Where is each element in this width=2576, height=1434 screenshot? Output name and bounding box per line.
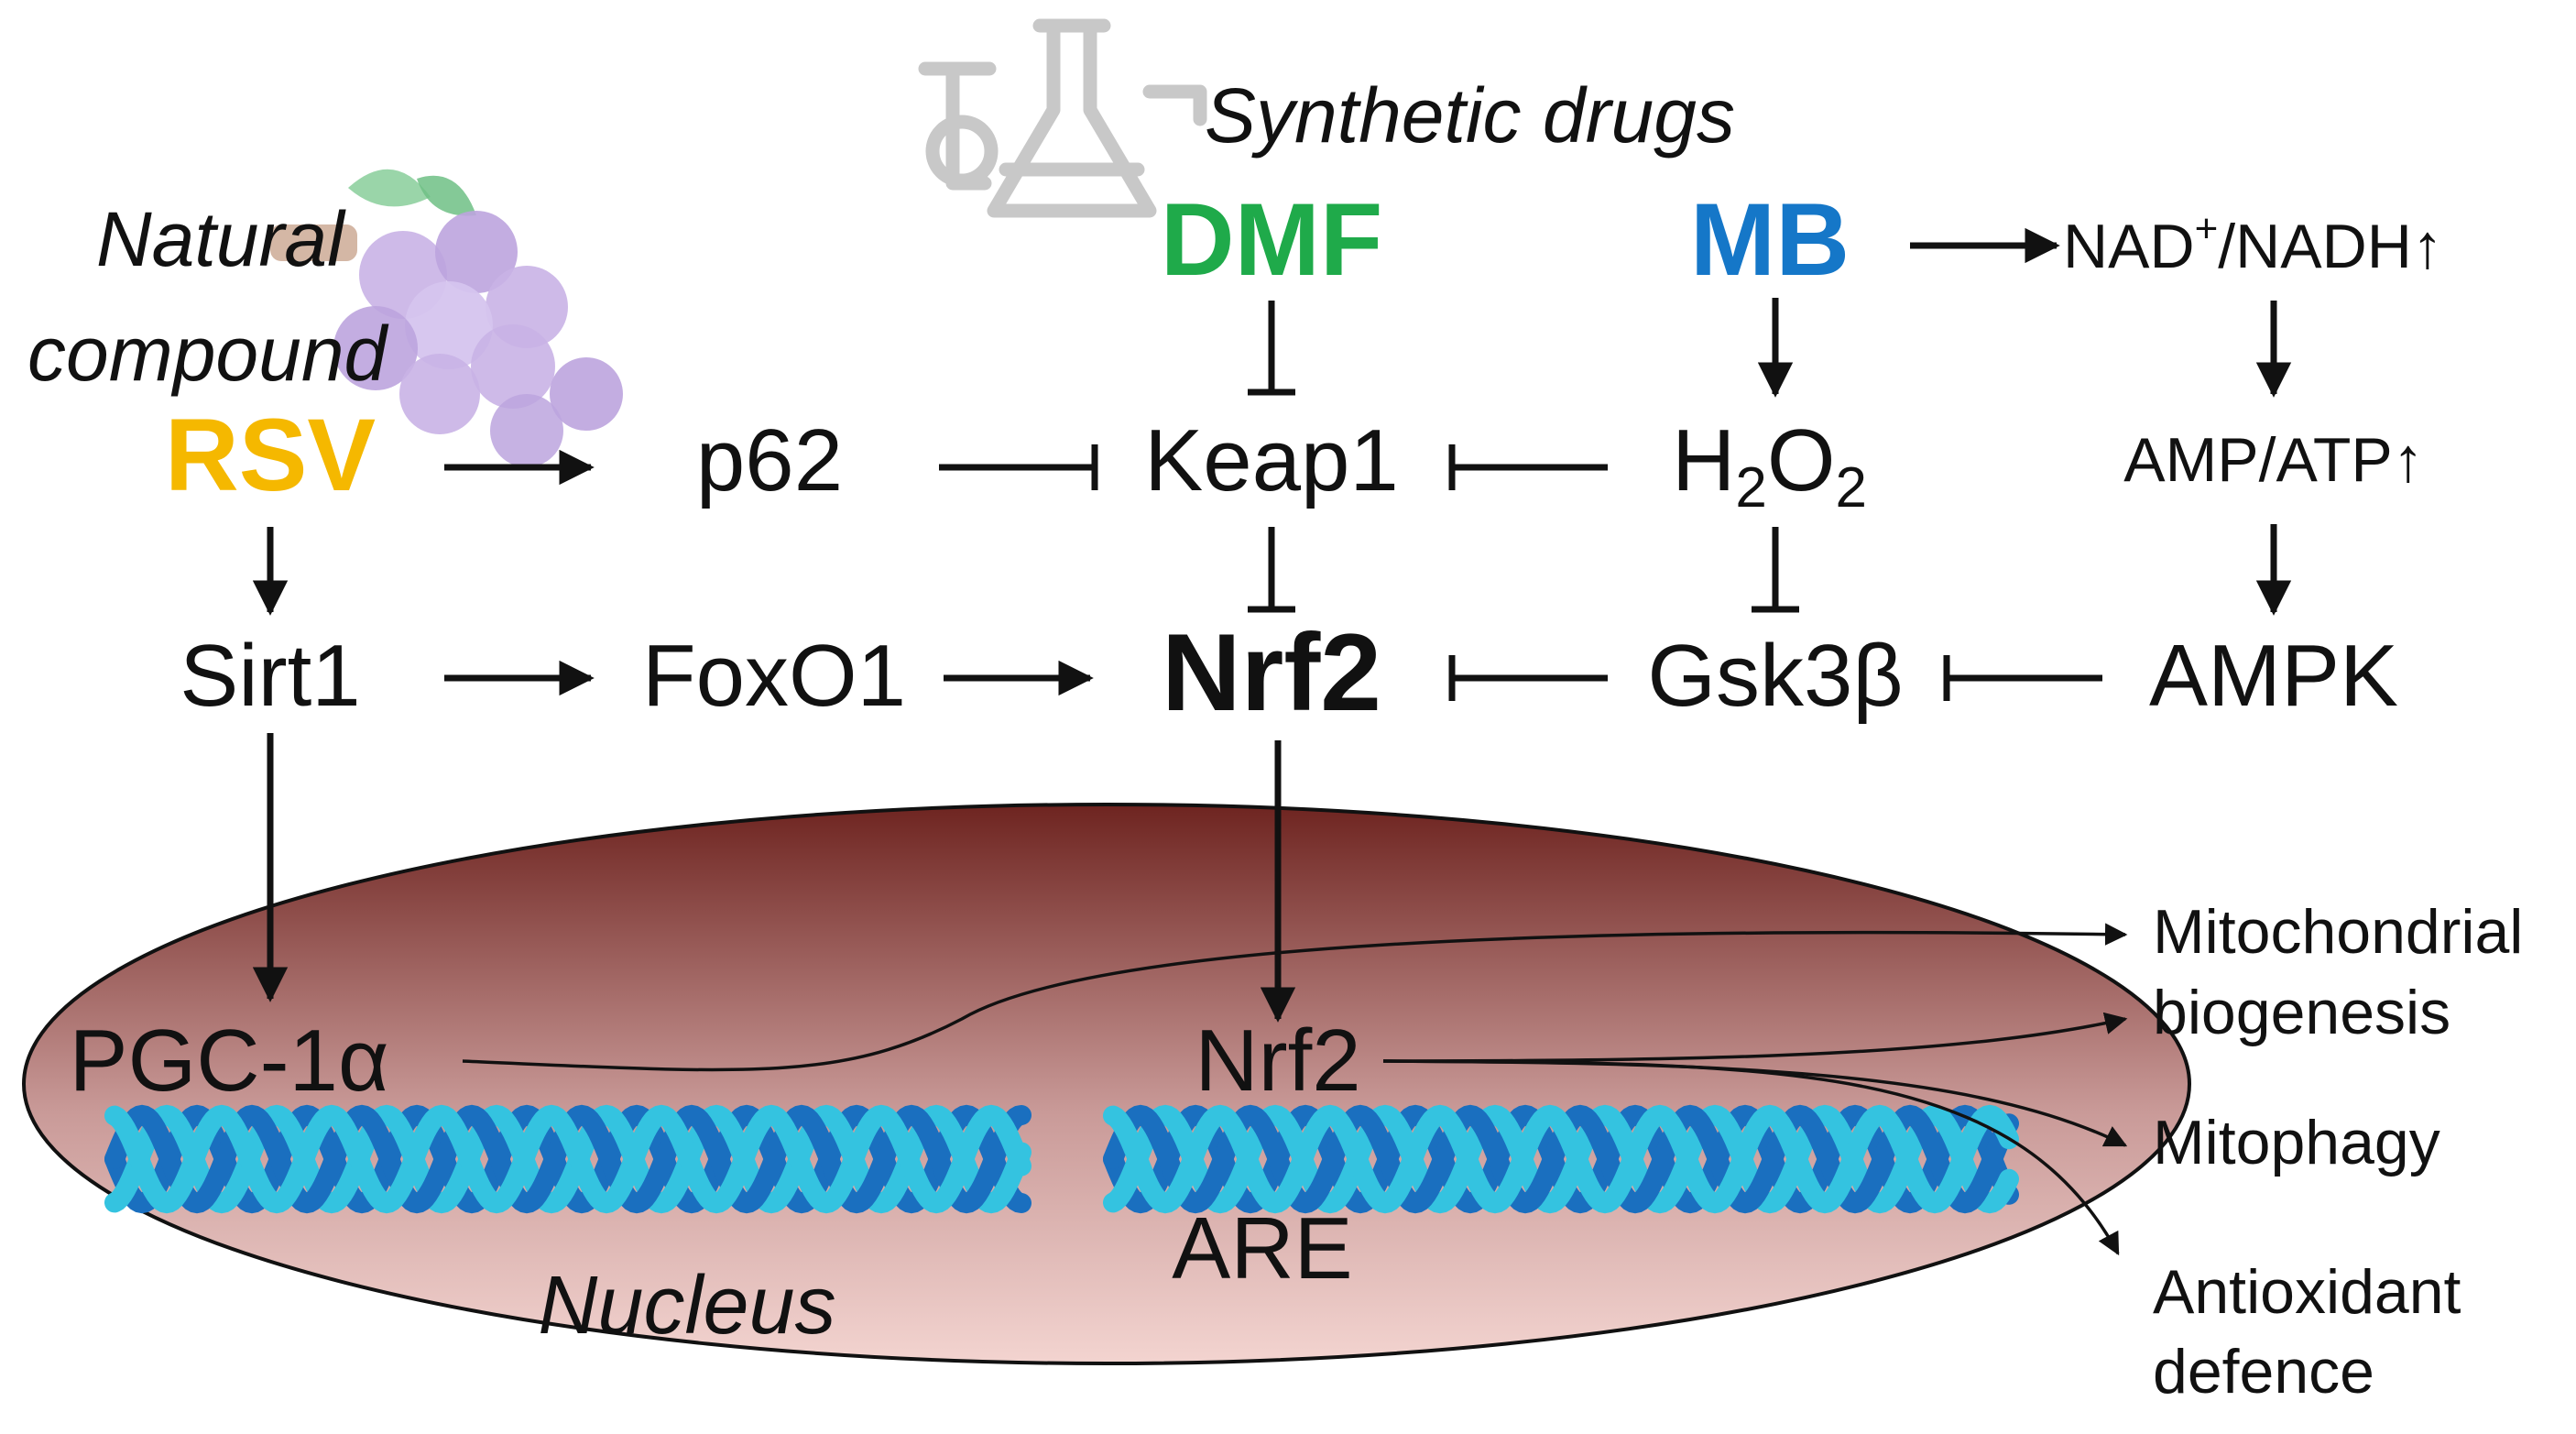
nrf2-label: Nrf2: [1162, 611, 1381, 734]
antioxidant-defence-label-line1: Antioxidant: [2153, 1257, 2461, 1327]
mitochondrial-biogenesis-label-line1: Mitochondrial: [2153, 897, 2523, 967]
natural-compound-label-line1: Natural: [96, 196, 346, 282]
inhibit-gsk3b-nrf2: [1448, 655, 1608, 701]
foxo1-label: FoxO1: [642, 627, 906, 725]
arrow-nrf2-antioxidant: [1382, 1059, 2120, 1256]
rsv-label: RSV: [165, 398, 376, 512]
mitochondrial-biogenesis-label-line2: biogenesis: [2153, 978, 2450, 1047]
h2o2-label: H2O2: [1672, 411, 1867, 520]
activation-arrows: [252, 227, 2292, 1023]
flask-icon: [918, 18, 1207, 218]
gsk3b-label: Gsk3β: [1647, 627, 1903, 725]
sirt1-label: Sirt1: [180, 627, 360, 725]
pgc1a-label: PGC-1α: [70, 1012, 389, 1110]
outcome-arrows: [462, 923, 2128, 1256]
dna-helix-icon: [1103, 1104, 2019, 1214]
inhibit-ampk-gsk3b: [1943, 655, 2102, 701]
synthetic-drugs-label: Synthetic drugs: [1205, 72, 1735, 159]
dna-helix-icon: [104, 1104, 1031, 1214]
mb-label: MB: [1690, 182, 1850, 297]
inhibition-arrows: [939, 301, 2102, 701]
arrow-pgc1a-mito: [462, 923, 2128, 1072]
dmf-label: DMF: [1161, 182, 1383, 297]
nucleus-ellipse: [22, 803, 2191, 1365]
antioxidant-defence-label-line2: defence: [2153, 1337, 2374, 1407]
nrf2-nucleus-label: Nrf2: [1195, 1012, 1360, 1110]
keap1-label: Keap1: [1144, 411, 1399, 509]
mitophagy-label: Mitophagy: [2153, 1108, 2440, 1177]
arrow-nrf2-mito: [1382, 1012, 2128, 1063]
are-label: ARE: [1172, 1199, 1352, 1297]
inhibit-dmf-keap1: [1248, 301, 1295, 396]
inhibit-h2o2-keap1: [1448, 444, 1608, 490]
grape-icon: [270, 169, 623, 467]
ampk-label: AMPK: [2149, 627, 2398, 725]
natural-compound-label-line2: compound: [27, 311, 389, 397]
inhibit-keap1-nrf2: [1248, 527, 1295, 613]
p62-label: p62: [696, 411, 843, 509]
amp-atp-label: AMP/ATP↑: [2123, 425, 2423, 495]
nucleus-label: Nucleus: [538, 1260, 835, 1352]
inhibit-p62-keap1: [939, 444, 1098, 490]
inhibit-h2o2-gsk3b: [1752, 527, 1799, 613]
nad-nadh-label: NAD+/NADH↑: [2063, 206, 2443, 281]
